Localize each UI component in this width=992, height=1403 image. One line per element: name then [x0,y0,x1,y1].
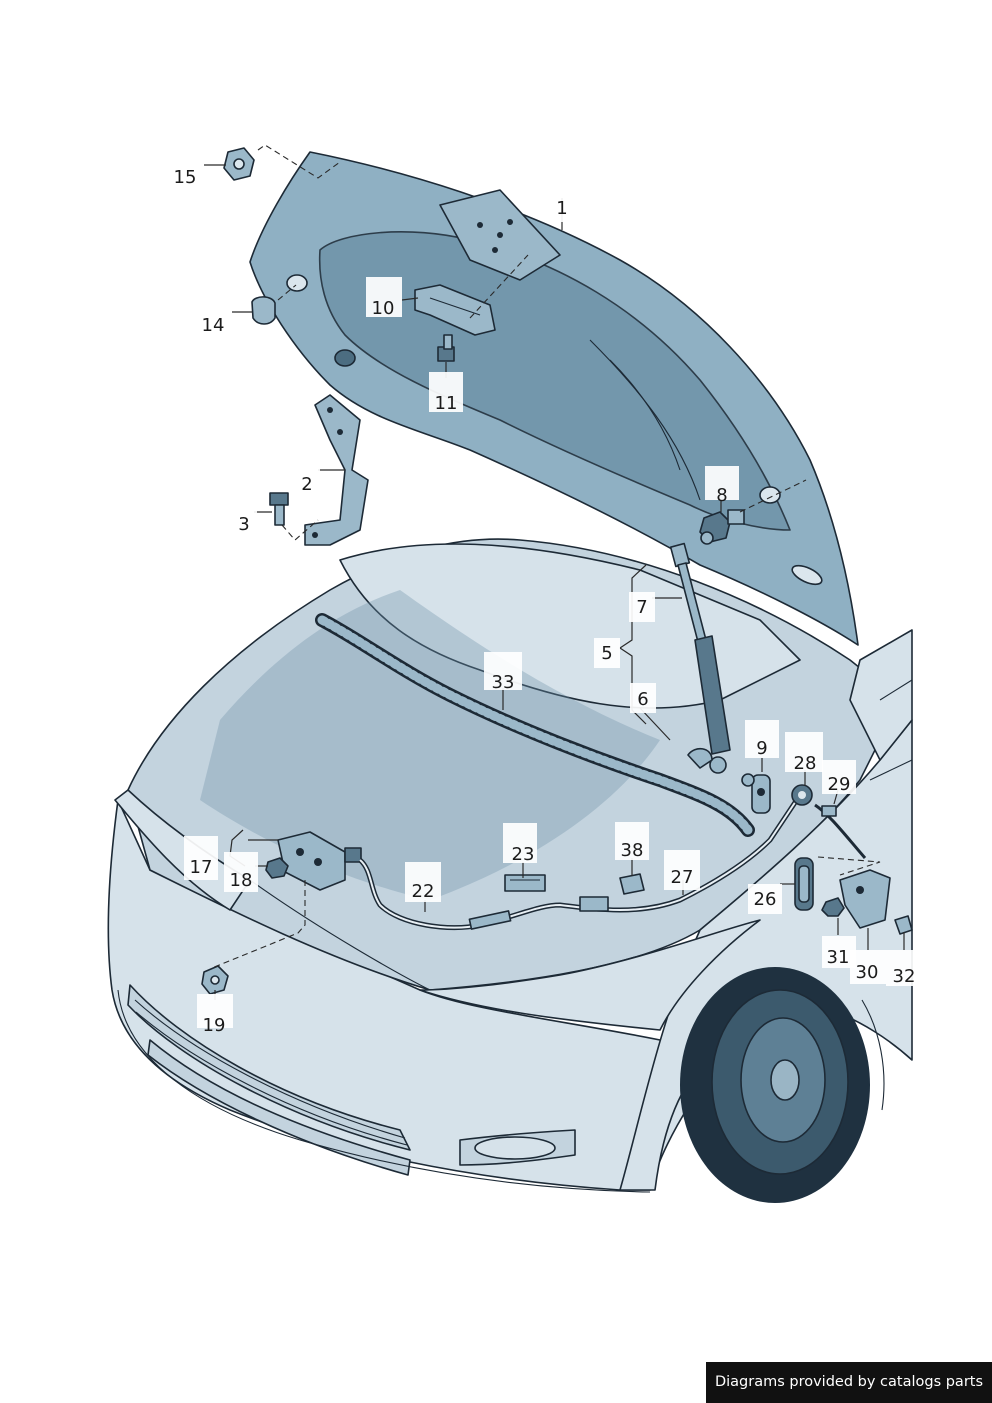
part-lock-carrier-10 [414,284,496,336]
part-seal-33 [315,613,755,837]
callout-33: 33 [492,672,515,693]
callout-29: 29 [828,774,851,795]
part-bracket-9 [741,773,771,814]
part-clip-32 [894,915,913,935]
part-clip-38 [619,873,645,895]
credit-banner: Diagrams provided by catalogs parts [706,1362,992,1403]
part-nut-19 [201,965,229,995]
callout-14: 14 [202,315,225,336]
callout-32: 32 [893,966,916,987]
callout-38: 38 [621,840,644,861]
part-screw-31 [821,897,845,917]
callout-3: 3 [238,514,249,535]
part-ball-stud-8 [699,509,745,545]
part-gas-strut-5 [669,542,731,774]
callout-19: 19 [203,1015,226,1036]
part-nut-15 [223,147,255,181]
part-grommet-28 [791,784,813,806]
callout-30: 30 [856,962,879,983]
callout-7: 7 [636,597,647,618]
callout-28: 28 [794,753,817,774]
part-bolt-11 [437,334,455,362]
callout-6: 6 [637,689,648,710]
part-bolt-3 [269,492,289,526]
part-cable-22-27 [358,793,803,931]
callout-8: 8 [716,485,727,506]
part-bolt-18 [265,857,289,879]
callout-2: 2 [301,474,312,495]
part-buffer-14 [251,296,276,325]
part-clip-6 [687,747,713,769]
callout-17: 17 [190,857,213,878]
callout-15: 15 [174,167,197,188]
callout-27: 27 [671,867,694,888]
part-clip-23 [504,874,546,892]
grille [127,984,411,1176]
callout-9: 9 [756,738,767,759]
part-cable-end-29 [814,803,867,859]
callout-22: 22 [412,881,435,902]
callout-23: 23 [512,844,535,865]
callout-10: 10 [372,298,395,319]
callout-18: 18 [230,870,253,891]
callout-31: 31 [827,947,850,968]
callout-5: 5 [601,643,612,664]
callout-1: 1 [556,198,567,219]
callout-26: 26 [754,889,777,910]
front-wheel [680,967,885,1203]
part-release-lever-30 [839,869,891,929]
callout-labels: 1 2 3 5 6 7 8 9 10 11 14 15 17 18 19 22 [168,162,922,1036]
callout-11: 11 [435,393,458,414]
part-handle-26 [794,857,814,911]
